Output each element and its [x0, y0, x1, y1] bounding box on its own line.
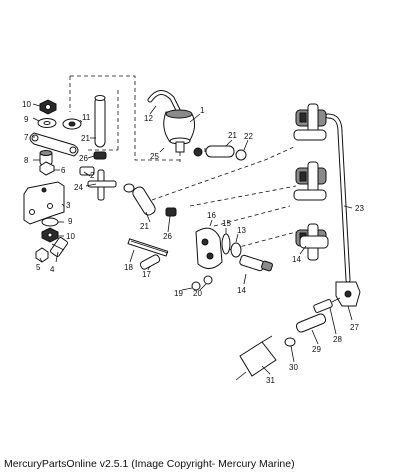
callout-labels: 10 9 7 8 11 21 26 2 6 24 3 9 10 5 4 12 1…: [22, 100, 364, 385]
washer-20: [203, 275, 213, 285]
callout-10: 10: [22, 100, 31, 109]
clamp-30: [284, 337, 296, 347]
middle-parts: [62, 95, 177, 217]
clip-26a: [93, 151, 107, 160]
washer-9b: [41, 217, 59, 227]
sleeve-17: [139, 254, 161, 270]
nozzle-14b: [299, 235, 329, 249]
oring-15: [221, 233, 231, 255]
fuel-filter-group: [235, 297, 341, 381]
callout-27: 27: [350, 323, 359, 332]
routing-lines: [69, 75, 297, 251]
callout-30: 30: [289, 363, 298, 372]
callout-21a: 21: [81, 134, 90, 143]
callout-20: 20: [193, 289, 202, 298]
callout-11: 11: [82, 113, 91, 122]
callout-9b: 9: [68, 217, 73, 226]
fuel-pump-group: [147, 90, 247, 161]
washer-19: [191, 281, 201, 291]
callout-leaders: [32, 103, 353, 375]
callout-8: 8: [24, 156, 29, 165]
link-arm-7: [29, 132, 79, 157]
fuel-rail-group: [293, 103, 361, 307]
fitting-28: [313, 299, 333, 313]
nut-6: [39, 161, 55, 176]
callout-14b: 14: [292, 255, 301, 264]
callout-24: 24: [74, 183, 83, 192]
fuel-filter-31: [239, 341, 277, 377]
callout-13: 13: [237, 226, 246, 235]
callout-29: 29: [312, 345, 321, 354]
callout-10b: 10: [66, 232, 75, 241]
clip-26b: [165, 207, 177, 217]
callout-14: 14: [237, 286, 246, 295]
callout-25: 25: [150, 152, 159, 161]
hose-29: [295, 313, 327, 333]
fitting-2: [79, 166, 95, 176]
nut-5: [35, 247, 49, 263]
linkage-assembly: [23, 99, 79, 263]
callout-3: 3: [66, 201, 71, 210]
hose-21b: [132, 186, 156, 216]
callout-22: 22: [244, 132, 253, 141]
stud-18: [127, 238, 169, 257]
callout-19: 19: [174, 289, 183, 298]
rod-21a: [94, 96, 106, 148]
callout-9: 9: [24, 115, 29, 124]
callout-18: 18: [124, 263, 133, 272]
callout-31: 31: [266, 376, 275, 385]
callout-23: 23: [355, 204, 364, 213]
callout-1: 1: [200, 106, 205, 115]
image-copyright-caption: MercuryPartsOnline v2.5.1 (Image Copyrig…: [4, 458, 295, 470]
clip-22: [235, 149, 247, 161]
injector-2: [293, 161, 327, 201]
callout-7: 7: [24, 133, 29, 142]
clip-25: [193, 147, 203, 157]
center-parts: [127, 227, 329, 291]
callout-4: 4: [50, 265, 55, 274]
callout-2: 2: [90, 171, 95, 180]
block-16: [195, 227, 223, 269]
callout-26a: 26: [79, 154, 88, 163]
injector-top: [293, 103, 327, 141]
callout-21c: 21: [228, 131, 237, 140]
callout-15: 15: [222, 219, 231, 228]
oring-13: [230, 242, 242, 258]
callout-12: 12: [144, 114, 153, 123]
callout-21b: 21: [140, 222, 149, 231]
valve-14: [239, 254, 265, 272]
callout-5: 5: [36, 263, 41, 272]
callout-26b: 26: [163, 232, 172, 241]
hose-21c: [205, 145, 235, 158]
callout-6: 6: [61, 166, 66, 175]
callout-28: 28: [333, 335, 342, 344]
callout-17: 17: [142, 270, 151, 279]
callout-16: 16: [207, 211, 216, 220]
